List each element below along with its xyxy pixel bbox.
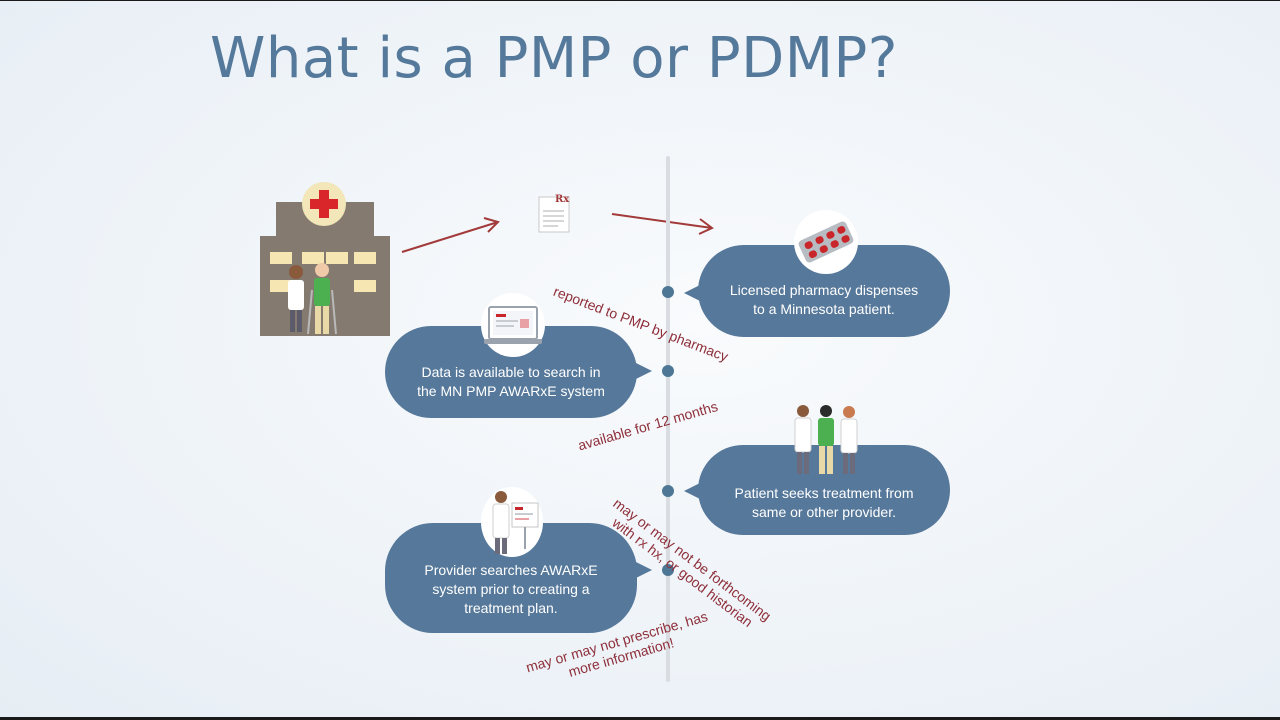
timeline-dot [662,286,674,298]
laptop-icon [481,293,545,357]
bubble-tail [634,362,652,380]
slide-title: What is a PMP or PDMP? [210,26,899,91]
step-text: Provider searches AWARxE system prior to… [424,561,598,616]
hospital-icon [258,180,392,336]
step-bubble-patient-seeks: Patient seeks treatment from same or oth… [698,445,950,535]
rx-symbol: Rx [555,194,570,205]
prescription-icon: Rx [536,193,576,233]
step-text: Data is available to search in the MN PM… [417,364,605,399]
pill-blister-icon [794,210,858,274]
timeline-dot [662,564,674,576]
step-text: Licensed pharmacy dispenses to a Minneso… [729,282,919,317]
arrow-to-prescription [400,214,504,258]
step-text: Patient seeks treatment from same or oth… [734,485,914,520]
arrow-to-pharmacy [610,208,718,238]
bubble-tail [684,284,702,302]
bubble-tail [634,561,652,579]
timeline-dot [662,485,674,497]
top-frame-line [0,0,1280,1]
timeline-line [666,156,670,682]
patient-group-icon [788,402,864,476]
timeline-dot [662,365,674,377]
bottom-frame-line [0,717,1280,720]
bubble-tail [684,482,702,500]
provider-chart-icon [481,487,543,557]
